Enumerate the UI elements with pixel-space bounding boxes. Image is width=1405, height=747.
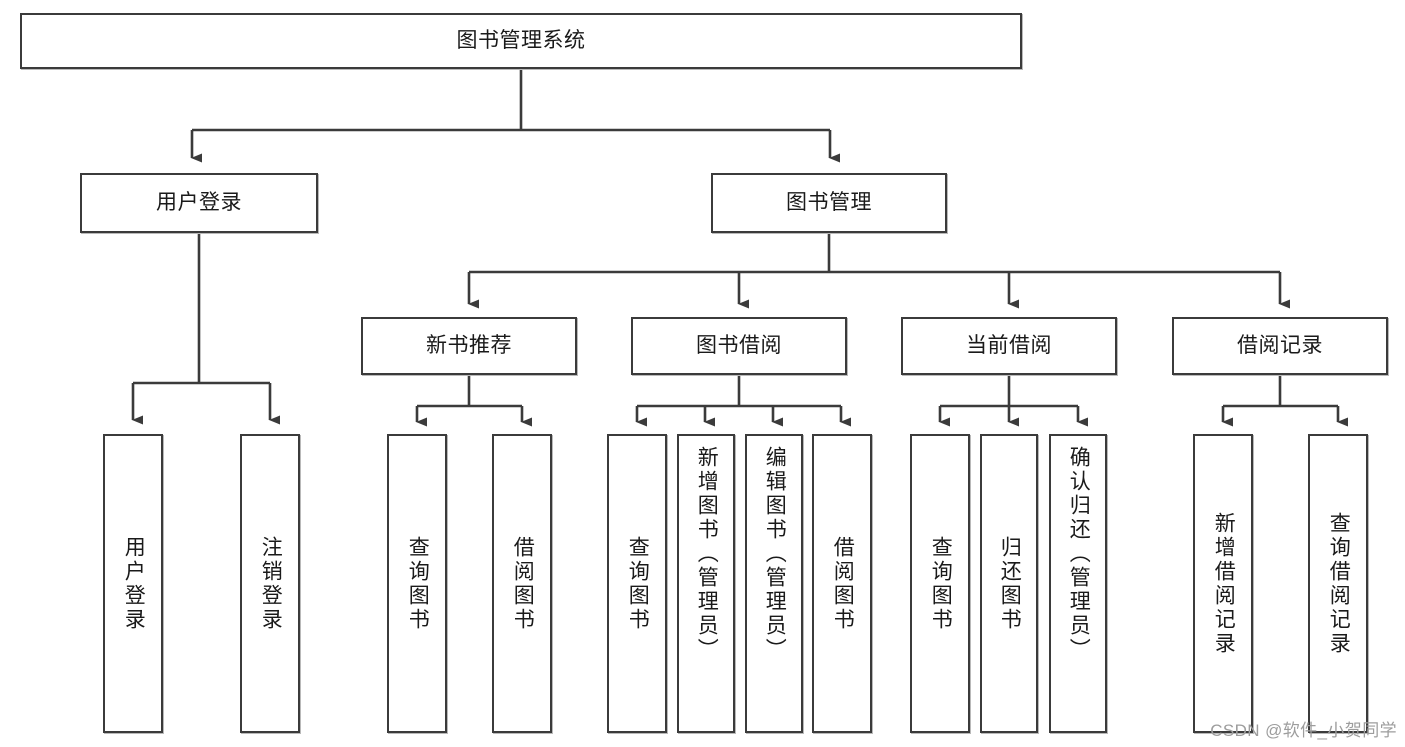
- node-leaf-current-query-book[interactable]: 查询图书: [910, 434, 970, 733]
- node-label: 图书管理: [786, 190, 872, 214]
- node-user-login[interactable]: 用户登录: [80, 173, 318, 233]
- node-label: 借阅记录: [1237, 333, 1323, 357]
- connector-book-manage-to-level3: [467, 233, 1290, 309]
- node-label: 查询图书: [929, 535, 953, 632]
- node-borrow-record[interactable]: 借阅记录: [1172, 317, 1388, 375]
- node-label: 新增借阅记录: [1212, 511, 1236, 656]
- node-leaf-borrow-borrow-book[interactable]: 借阅图书: [812, 434, 872, 733]
- connector-user-login-to-leaves: [131, 233, 280, 425]
- node-label: 编辑图书（管理员）: [763, 446, 787, 662]
- node-label: 新增图书（管理员）: [695, 446, 719, 662]
- node-current-borrow[interactable]: 当前借阅: [901, 317, 1117, 375]
- connector-borrow-record-to-leaves: [1221, 375, 1348, 427]
- connector-book-borrow-to-leaves: [635, 375, 851, 427]
- node-label: 归还图书: [998, 535, 1022, 632]
- node-leaf-user-login-logout[interactable]: 注销登录: [240, 434, 300, 733]
- node-leaf-record-query-record[interactable]: 查询借阅记录: [1308, 434, 1368, 733]
- node-book-management[interactable]: 图书管理: [711, 173, 947, 233]
- node-label: 确认归还（管理员）: [1067, 446, 1091, 662]
- node-leaf-current-return-book[interactable]: 归还图书: [980, 434, 1038, 733]
- node-label: 查询图书: [626, 535, 650, 632]
- node-leaf-new-book-query[interactable]: 查询图书: [387, 434, 447, 733]
- connector-new-book-to-leaves: [415, 375, 532, 427]
- node-label: 图书借阅: [696, 333, 782, 357]
- node-label: 借阅图书: [831, 535, 855, 632]
- node-root-book-management-system[interactable]: 图书管理系统: [20, 13, 1022, 69]
- node-leaf-borrow-add-book-admin[interactable]: 新增图书（管理员）: [677, 434, 735, 733]
- node-leaf-borrow-query-book[interactable]: 查询图书: [607, 434, 667, 733]
- node-label: 新书推荐: [426, 333, 512, 357]
- node-label: 用户登录: [156, 190, 242, 214]
- node-label: 图书管理系统: [456, 28, 586, 52]
- node-leaf-new-book-borrow[interactable]: 借阅图书: [492, 434, 552, 733]
- connector-current-borrow-to-leaves: [938, 375, 1088, 427]
- node-leaf-current-confirm-return-admin[interactable]: 确认归还（管理员）: [1049, 434, 1107, 733]
- node-label: 借阅图书: [511, 535, 535, 632]
- node-label: 注销登录: [259, 535, 283, 632]
- node-label: 用户登录: [122, 535, 146, 632]
- node-label: 查询借阅记录: [1327, 511, 1351, 656]
- node-new-book-recommend[interactable]: 新书推荐: [361, 317, 577, 375]
- node-leaf-record-add-record[interactable]: 新增借阅记录: [1193, 434, 1253, 733]
- node-leaf-user-login-login[interactable]: 用户登录: [103, 434, 163, 733]
- node-leaf-borrow-edit-book-admin[interactable]: 编辑图书（管理员）: [745, 434, 803, 733]
- node-label: 当前借阅: [966, 333, 1052, 357]
- node-book-borrow[interactable]: 图书借阅: [631, 317, 847, 375]
- connector-root-to-level2: [190, 69, 840, 163]
- node-label: 查询图书: [406, 535, 430, 632]
